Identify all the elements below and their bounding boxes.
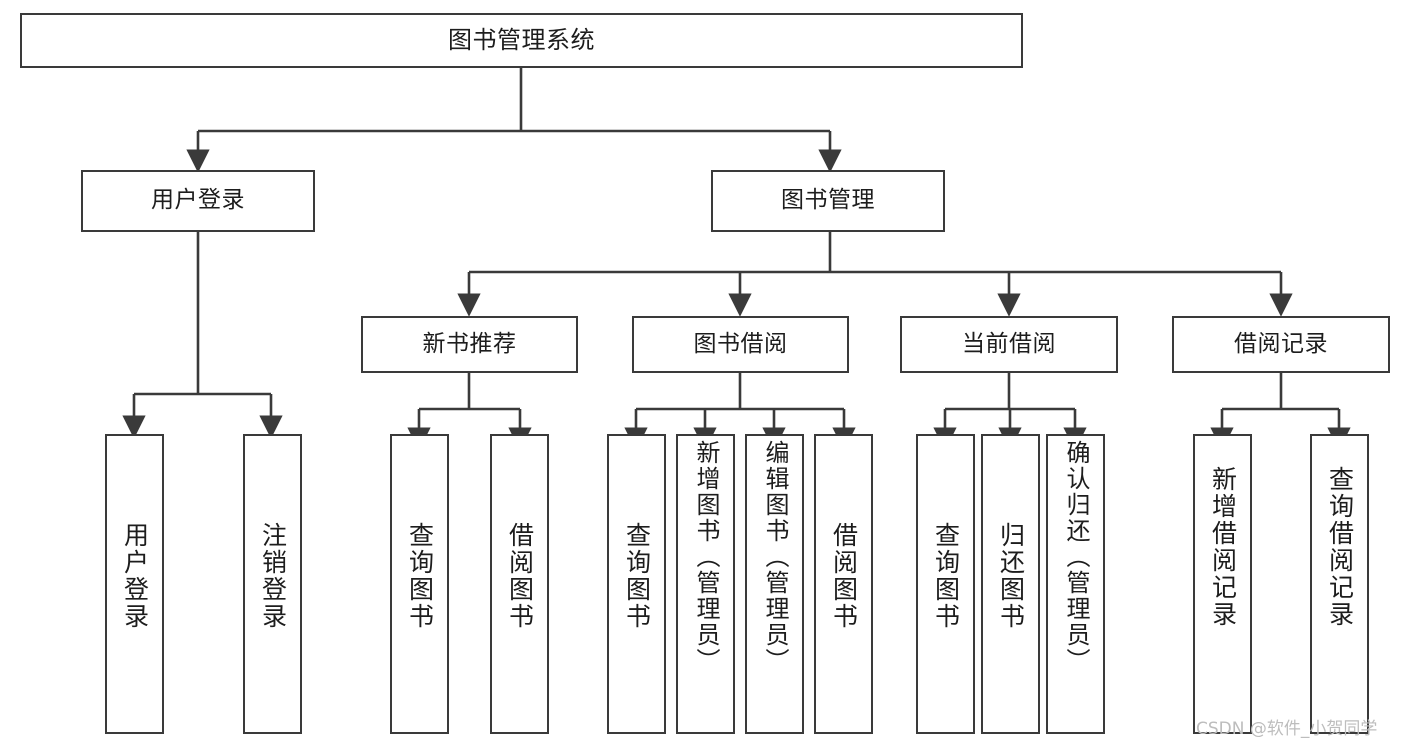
node-leaf-query-record-label: 查询借阅记录 bbox=[1325, 466, 1355, 628]
node-leaf-query-book-2[interactable]: 查询图书 bbox=[607, 434, 666, 734]
node-leaf-add-record[interactable]: 新增借阅记录 bbox=[1193, 434, 1252, 734]
node-root-label: 图书管理系统 bbox=[448, 26, 595, 55]
node-leaf-edit-book-label: 编辑图书（管理员） bbox=[760, 440, 789, 674]
node-leaf-borrow-book-2-label: 借阅图书 bbox=[829, 522, 859, 630]
node-current-borrow-label: 当前借阅 bbox=[962, 330, 1056, 357]
node-user-login[interactable]: 用户登录 bbox=[81, 170, 315, 232]
node-book-borrow-label: 图书借阅 bbox=[693, 330, 788, 357]
node-root[interactable]: 图书管理系统 bbox=[20, 13, 1023, 68]
node-leaf-add-record-label: 新增借阅记录 bbox=[1208, 466, 1238, 628]
node-leaf-add-book-label: 新增图书（管理员） bbox=[691, 440, 720, 674]
node-leaf-query-book-1-label: 查询图书 bbox=[405, 522, 435, 630]
node-new-book-recommend-label: 新书推荐 bbox=[422, 330, 517, 357]
node-leaf-borrow-book-2[interactable]: 借阅图书 bbox=[814, 434, 873, 734]
node-borrow-record[interactable]: 借阅记录 bbox=[1172, 316, 1390, 373]
node-new-book-recommend[interactable]: 新书推荐 bbox=[361, 316, 578, 373]
node-user-login-label: 用户登录 bbox=[151, 187, 245, 214]
node-leaf-query-book-2-label: 查询图书 bbox=[622, 522, 652, 630]
node-leaf-borrow-book-1[interactable]: 借阅图书 bbox=[490, 434, 549, 734]
node-leaf-query-book-3[interactable]: 查询图书 bbox=[916, 434, 975, 734]
node-leaf-confirm-return-label: 确认归还（管理员） bbox=[1061, 440, 1090, 674]
node-book-borrow[interactable]: 图书借阅 bbox=[632, 316, 849, 373]
node-leaf-return-book-label: 归还图书 bbox=[996, 522, 1026, 630]
csdn-watermark: CSDN @软件_小贺同学 bbox=[1196, 719, 1378, 739]
node-leaf-return-book[interactable]: 归还图书 bbox=[981, 434, 1040, 734]
node-borrow-record-label: 借阅记录 bbox=[1234, 330, 1328, 357]
node-leaf-user-login[interactable]: 用户登录 bbox=[105, 434, 164, 734]
node-leaf-confirm-return[interactable]: 确认归还（管理员） bbox=[1046, 434, 1105, 734]
node-current-borrow[interactable]: 当前借阅 bbox=[900, 316, 1118, 373]
node-leaf-borrow-book-1-label: 借阅图书 bbox=[505, 522, 535, 630]
node-leaf-user-logout[interactable]: 注销登录 bbox=[243, 434, 302, 734]
node-leaf-query-book-3-label: 查询图书 bbox=[931, 522, 961, 630]
node-leaf-query-book-1[interactable]: 查询图书 bbox=[390, 434, 449, 734]
node-book-management[interactable]: 图书管理 bbox=[711, 170, 945, 232]
node-leaf-user-logout-label: 注销登录 bbox=[258, 522, 288, 630]
node-leaf-edit-book[interactable]: 编辑图书（管理员） bbox=[745, 434, 804, 734]
node-leaf-user-login-label: 用户登录 bbox=[120, 522, 150, 630]
node-leaf-query-record[interactable]: 查询借阅记录 bbox=[1310, 434, 1369, 734]
node-leaf-add-book[interactable]: 新增图书（管理员） bbox=[676, 434, 735, 734]
node-book-management-label: 图书管理 bbox=[781, 187, 875, 214]
